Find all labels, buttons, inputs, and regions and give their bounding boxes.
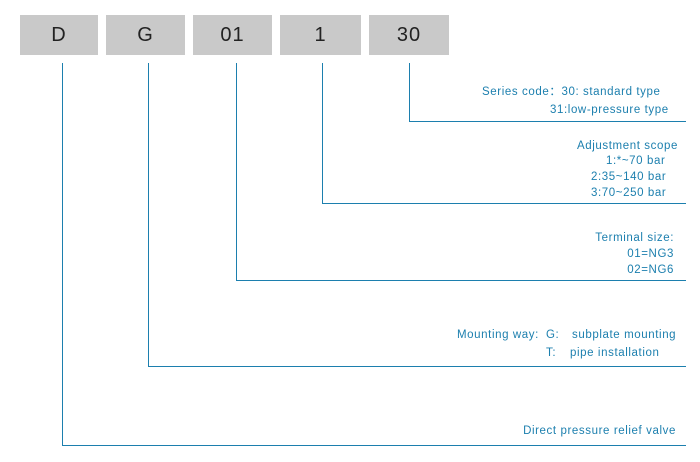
adjustment-line2: 2:35~140 bar xyxy=(591,171,667,183)
series-code-colon: ： xyxy=(549,86,562,98)
terminal-title: Terminal size: xyxy=(595,232,674,244)
series-code-line1: Series code：30: standard type xyxy=(482,84,661,101)
terminal-line1: 01=NG3 xyxy=(627,248,674,260)
leader-adjustment xyxy=(322,63,686,204)
adjustment-line3: 3:70~250 bar xyxy=(591,187,667,199)
series-code-standard: 30: standard type xyxy=(561,86,661,98)
terminal-line2: 02=NG6 xyxy=(627,264,674,276)
mounting-g-value: subplate mounting xyxy=(572,329,677,341)
adjustment-title: Adjustment scope xyxy=(576,140,678,152)
code-box-30: 30 xyxy=(369,15,449,55)
code-box-g: G xyxy=(106,15,185,55)
mounting-t-value: pipe installation xyxy=(570,347,660,359)
code-box-d: D xyxy=(20,15,98,55)
mounting-t-key: T: xyxy=(546,347,557,359)
valve-label: Direct pressure relief valve xyxy=(523,425,676,437)
series-code-label: Series code xyxy=(482,86,550,98)
leader-valve xyxy=(62,63,686,446)
adjustment-line1: 1:*~70 bar xyxy=(606,155,666,167)
code-box-01: 01 xyxy=(193,15,272,55)
mounting-label: Mounting way: xyxy=(457,329,539,341)
mounting-g-key: G: xyxy=(546,329,560,341)
leader-series xyxy=(409,63,686,122)
leader-terminal xyxy=(236,63,686,281)
code-box-1: 1 xyxy=(280,15,361,55)
leader-mounting xyxy=(148,63,686,367)
series-code-line2: 31:low-pressure type xyxy=(550,104,669,116)
